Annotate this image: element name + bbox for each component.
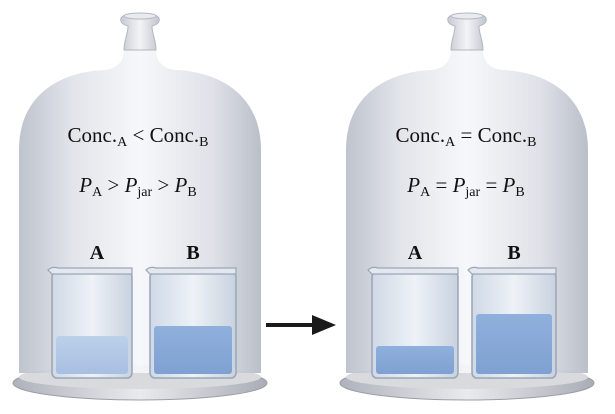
left-concentration-relation: Conc.A < Conc.B bbox=[68, 123, 209, 150]
left-beaker-a-label: A bbox=[90, 242, 105, 264]
left-beaker-a-liquid bbox=[56, 336, 128, 374]
process-arrow bbox=[266, 315, 336, 335]
right-beaker-b bbox=[468, 267, 556, 378]
left-beaker-b-liquid bbox=[154, 326, 232, 374]
right-beaker-a-liquid bbox=[376, 346, 454, 374]
right-bell-knob bbox=[448, 15, 487, 50]
right-beaker-a-label: A bbox=[408, 242, 423, 264]
right-beaker-b-label: B bbox=[507, 242, 520, 264]
left-beaker-b-label: B bbox=[186, 242, 199, 264]
left-beaker-a bbox=[48, 267, 132, 378]
left-bell-knob bbox=[121, 15, 160, 50]
right-beaker-a bbox=[368, 267, 458, 378]
right-beaker-b-liquid bbox=[476, 314, 552, 374]
left-beaker-b bbox=[146, 267, 236, 378]
right-concentration-relation: Conc.A = Conc.B bbox=[396, 123, 537, 150]
